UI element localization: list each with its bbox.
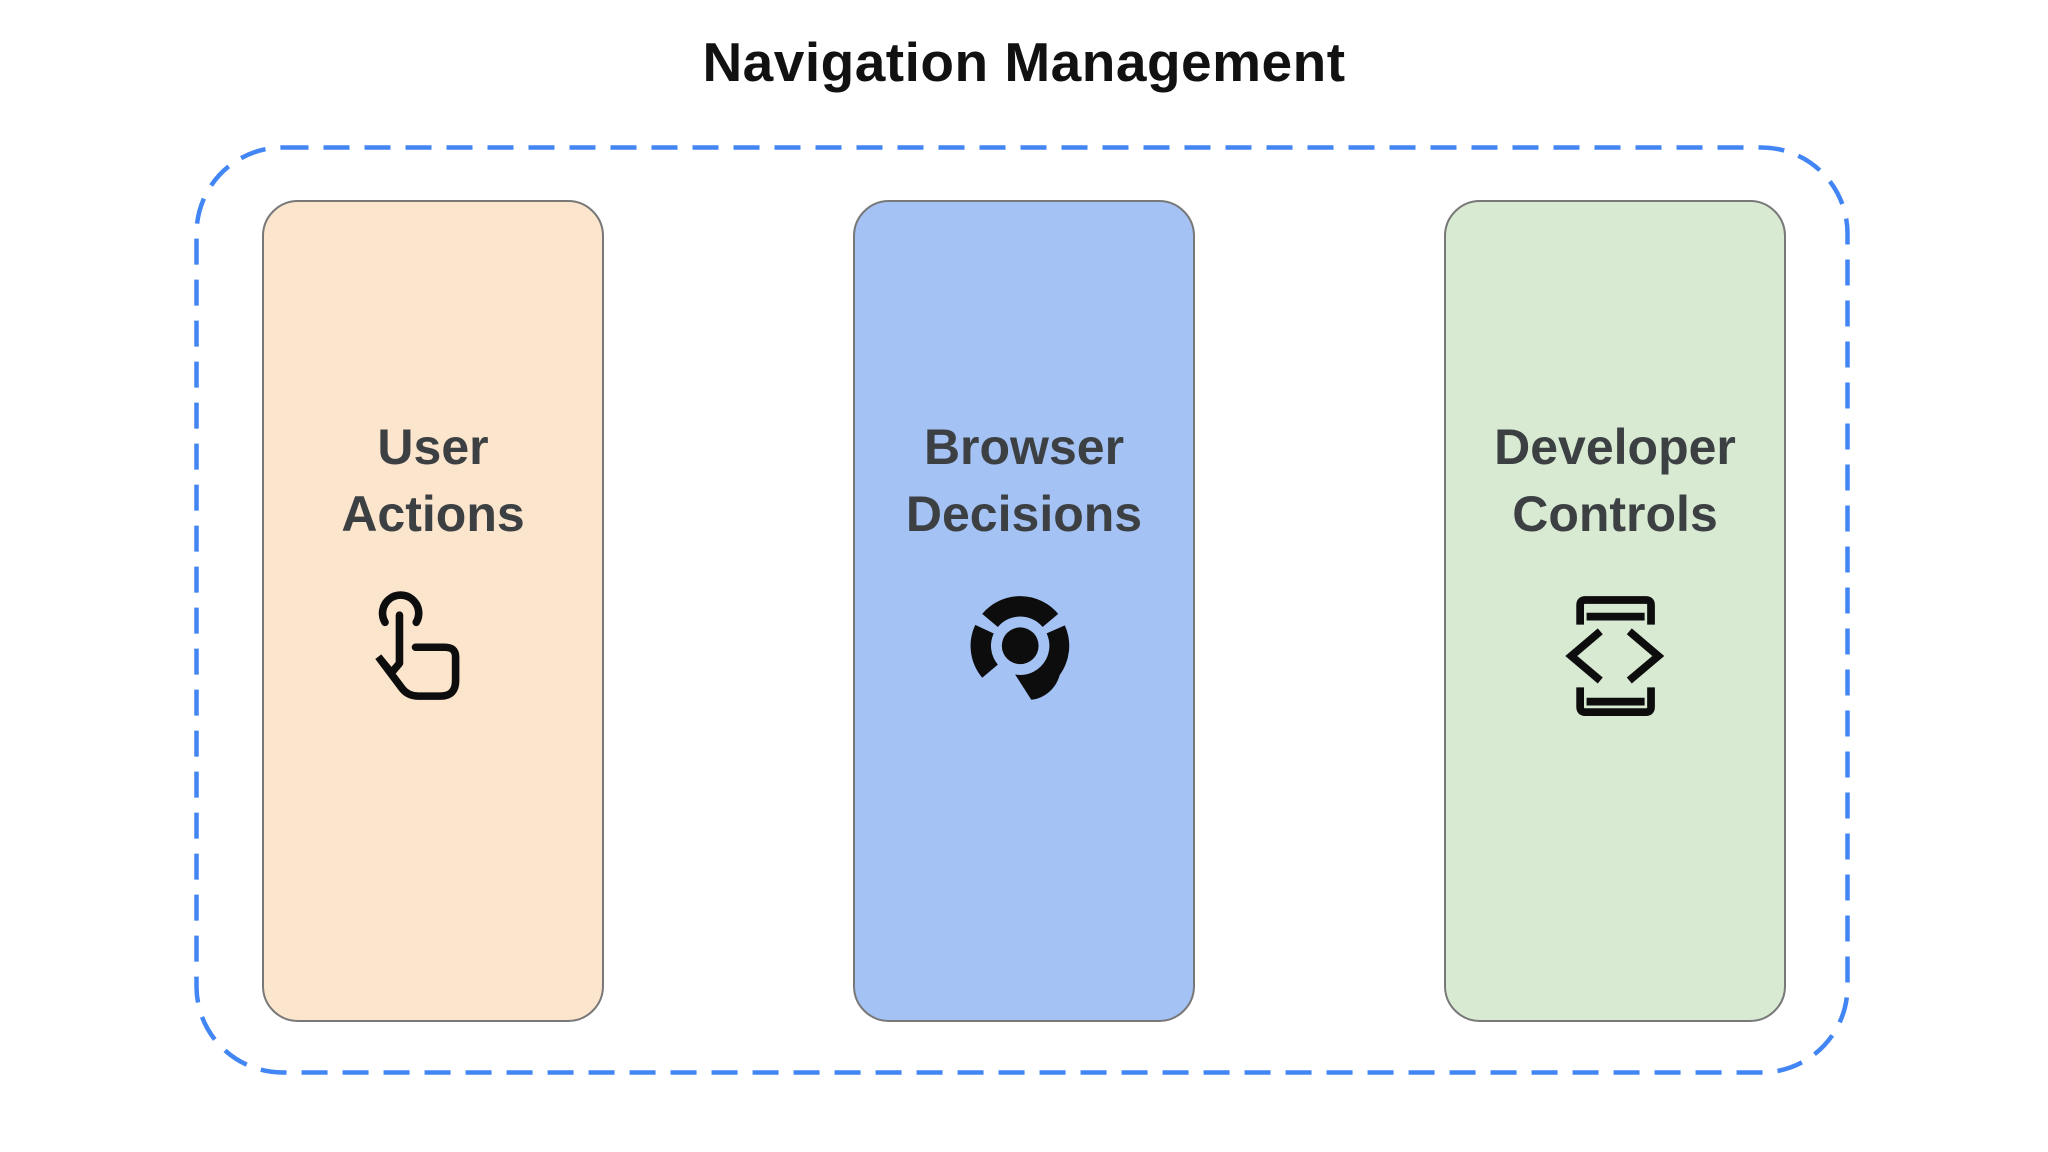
card-browser-decisions: Browser Decisions — [853, 200, 1195, 1022]
touch-gesture-icon — [363, 586, 503, 726]
card-user-actions: User Actions — [262, 200, 604, 1022]
card-user-actions-label: User Actions — [341, 419, 525, 542]
dashed-boundary-rect — [194, 145, 1850, 1075]
card-developer-controls-label: Developer Controls — [1494, 419, 1736, 542]
developer-mode-icon — [1545, 586, 1685, 726]
dashed-boundary — [194, 145, 1850, 1075]
diagram-title: Navigation Management — [702, 31, 1346, 93]
card-developer-controls: Developer Controls — [1444, 200, 1786, 1022]
chrome-browser-icon — [954, 586, 1094, 726]
card-browser-decisions-label: Browser Decisions — [905, 419, 1143, 542]
